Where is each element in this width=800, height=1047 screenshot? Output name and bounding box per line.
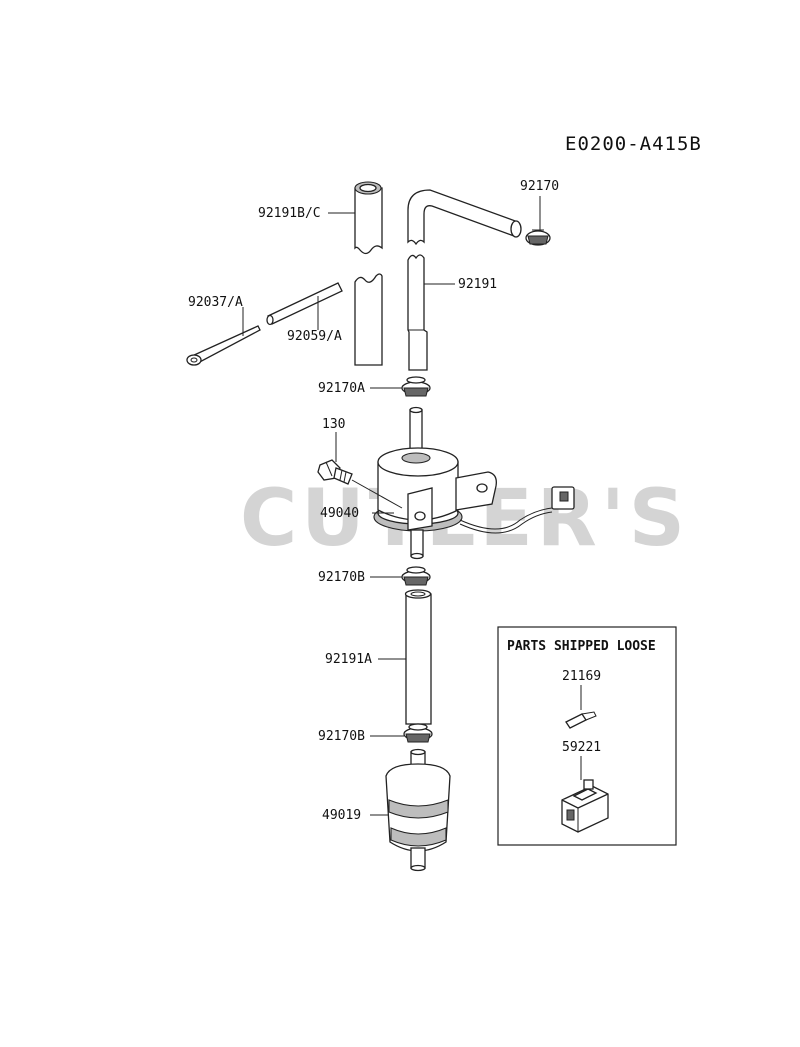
label-92191A: 92191A [325, 652, 372, 667]
label-49019: 49019 [322, 808, 361, 823]
loose-box-title: PARTS SHIPPED LOOSE [507, 639, 656, 654]
label-92191BC: 92191B/C [258, 206, 321, 221]
clamp-92170A[interactable] [401, 376, 431, 397]
clamp-92170[interactable] [525, 229, 551, 246]
tube-92059A[interactable] [266, 282, 343, 326]
clamp-92170B-bottom[interactable] [403, 723, 433, 743]
clamp-92170B-top[interactable] [401, 566, 431, 586]
label-92170B-top: 92170B [318, 570, 365, 585]
connector-59221[interactable] [561, 779, 609, 833]
band-92037A[interactable] [186, 325, 261, 366]
label-21169: 21169 [562, 669, 601, 684]
label-92191: 92191 [458, 277, 497, 292]
label-92170A: 92170A [318, 381, 365, 396]
hose-92191[interactable] [407, 189, 522, 371]
label-130: 130 [322, 417, 345, 432]
label-59221: 59221 [562, 740, 601, 755]
label-92037A: 92037/A [188, 295, 243, 310]
label-92170B-bottom: 92170B [318, 729, 365, 744]
hose-92191A[interactable] [404, 589, 432, 725]
fuel-pump-49040[interactable] [373, 406, 575, 560]
label-92059A: 92059/A [287, 329, 342, 344]
terminal-21169[interactable] [565, 711, 597, 729]
label-92170: 92170 [520, 179, 559, 194]
parts-shipped-loose-box: PARTS SHIPPED LOOSE 21169 59221 [497, 626, 677, 846]
hose-92191BC[interactable] [354, 181, 383, 366]
bolt-130[interactable] [317, 459, 353, 485]
label-49040: 49040 [320, 506, 359, 521]
fuel-filter-49019[interactable] [385, 748, 451, 872]
diagram-code: E0200-A415B [565, 133, 702, 155]
